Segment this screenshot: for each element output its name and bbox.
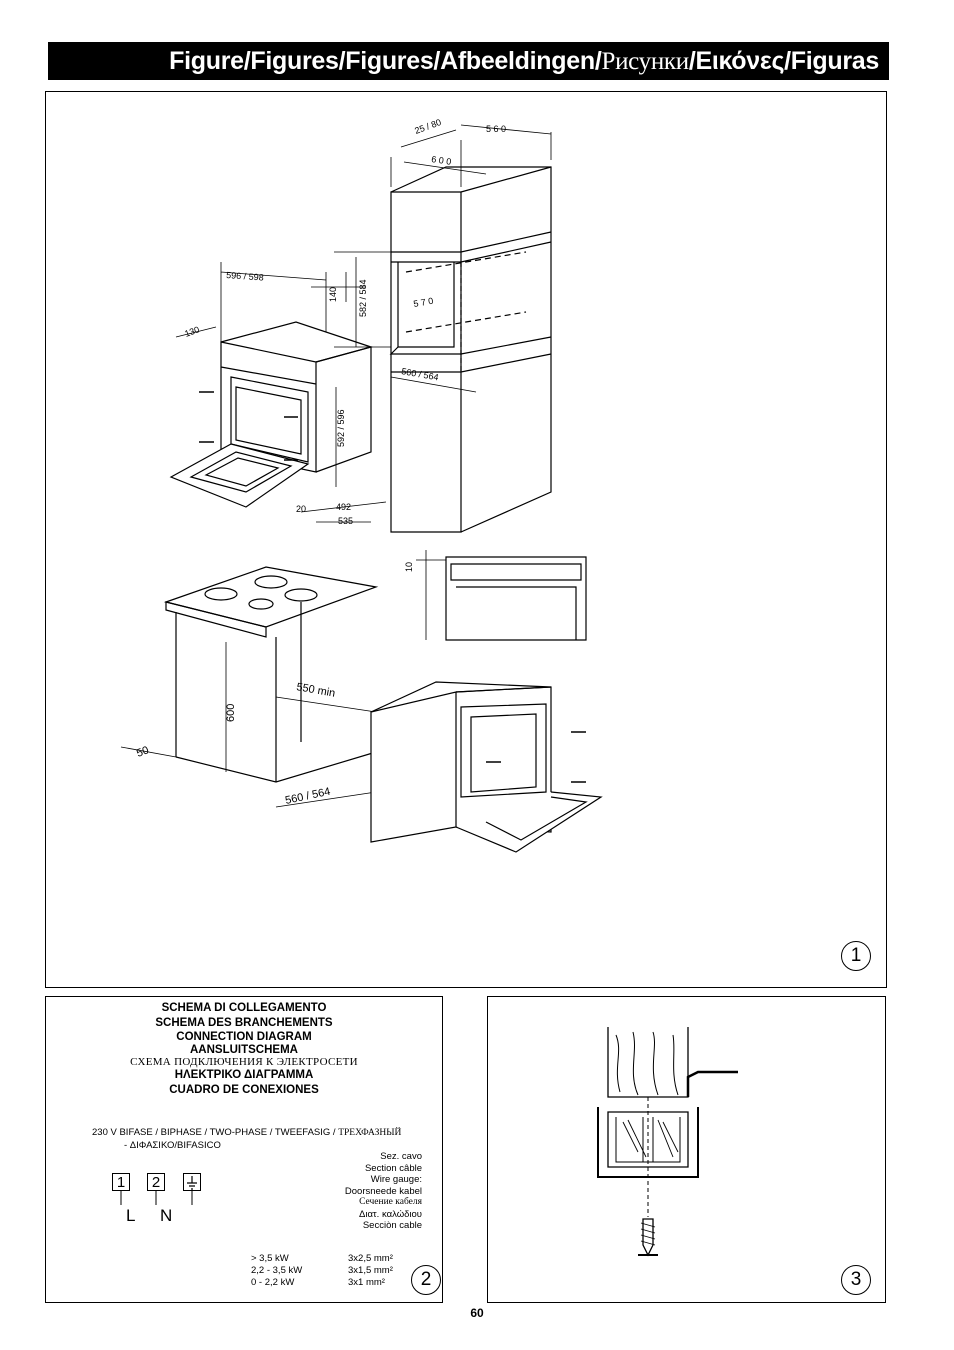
phase-ru: ТРЕХФАЗНЫЙ	[338, 1128, 402, 1138]
figure-2-panel: SCHEMA DI COLLEGAMENTO SCHEMA DES BRANCH…	[45, 996, 443, 1303]
figure-3-panel: 3	[487, 996, 886, 1303]
wire-label: Sez. cavo	[380, 1151, 422, 1162]
title-fr: SCHEMA DES BRANCHEMENTS	[155, 1017, 333, 1029]
title-nl: AANSLUITSCHEMA	[190, 1044, 298, 1056]
title-cyrillic: Рисунки	[601, 48, 689, 75]
connection-diagram-title: SCHEMA DI COLLEGAMENTO SCHEMA DES BRANCH…	[46, 1001, 442, 1098]
title-latin-1: Figure/Figures/Figures/Afbeeldingen/	[169, 47, 602, 75]
page-title: Figure/Figures/Figures/Afbeeldingen/Рису…	[48, 42, 889, 80]
dim-50: 50	[135, 744, 151, 759]
phase-text: 230 V BIFASE / BIPHASE / TWO-PHASE / TWE…	[92, 1127, 432, 1151]
title-gr: ΗΛΕΚΤΡΙΚΟ ΔΙΑΓΡΑΜΜΑ	[174, 1069, 314, 1081]
wire-label: Сечение кабеля	[359, 1197, 422, 1207]
screw-icon	[642, 1218, 654, 1257]
dim-535: 535	[338, 516, 353, 526]
figure-number-2: 2	[411, 1265, 441, 1295]
dim-570: 5 7 0	[413, 296, 434, 309]
terminal-1: 1	[112, 1173, 130, 1191]
ground-terminal	[183, 1173, 201, 1191]
figure-number-3: 3	[841, 1265, 871, 1295]
wire-label: Secciòn cable	[362, 1220, 422, 1231]
cable-cell: 3x1 mm²	[348, 1277, 385, 1288]
dim-560-top: 5 6 0	[486, 124, 506, 134]
wire-label: Wire gauge:	[370, 1174, 422, 1185]
wire-label: Section câble	[364, 1162, 422, 1174]
figure-1-panel: 25 / 80 5 6 0 6 0 0 596 / 598 140 582 / …	[45, 91, 887, 988]
table-row: > 3,5 kW 3x2,5 mm²	[251, 1253, 393, 1265]
wood-block-lower	[607, 1111, 689, 1168]
screw-fixing-drawing	[597, 1027, 738, 1257]
title-en: CONNECTION DIAGRAM	[176, 1031, 312, 1043]
title-ru: СХЕМА ПОДКЛЮЧЕНИЯ К ЭЛЕКТРОСЕТИ	[130, 1056, 358, 1068]
title-it: SCHEMA DI COLLEGAMENTO	[161, 1002, 327, 1014]
table-row: 2,2 - 3,5 kW 3x1,5 mm²	[251, 1265, 393, 1277]
ground-icon	[187, 1176, 197, 1190]
wire-label: Διατ. καλώδιου	[358, 1208, 422, 1220]
cable-cell: 3x1,5 mm²	[348, 1265, 393, 1276]
terminal-2: 2	[147, 1173, 165, 1191]
dim-560-564-b: 560 / 564	[284, 786, 331, 807]
wire-gauge-labels: Sez. cavo Section câble Wire gauge: Door…	[345, 1151, 422, 1232]
table-row: 0 - 2,2 kW 3x1 mm²	[251, 1277, 393, 1289]
oven-built-in-top	[445, 556, 587, 641]
cabinet-front	[390, 191, 462, 533]
dim-20: 20	[296, 504, 306, 514]
dim-492: 492	[336, 502, 351, 512]
dim-592-596: 592 / 596	[336, 409, 346, 447]
title-es: CUADRO DE CONEXIONES	[169, 1084, 319, 1096]
installation-drawing: 25 / 80 5 6 0 6 0 0 596 / 598 140 582 / …	[120, 117, 603, 853]
dim-582-584: 582 / 584	[358, 279, 368, 317]
cable-cell: 3x2,5 mm²	[348, 1253, 393, 1264]
oven-built-in-side	[370, 691, 457, 843]
dim-600: 6 0 0	[431, 154, 452, 167]
dim-596-598: 596 / 598	[226, 270, 264, 283]
figure-number-1: 1	[841, 941, 871, 971]
dim-130: 130	[183, 324, 201, 339]
dim-140: 140	[328, 287, 338, 302]
dim-25-80: 25 / 80	[413, 117, 442, 136]
terminal-leads	[120, 1191, 193, 1205]
phase-line-1: 230 V BIFASE / BIPHASE / TWO-PHASE / TWE…	[92, 1127, 339, 1138]
label-l: L	[126, 1206, 136, 1225]
phase-line-2: - ΔΙΦΑΣΙΚΟ/BIFASICO	[124, 1139, 221, 1151]
page-number: 60	[470, 1306, 484, 1320]
label-n: N	[160, 1206, 173, 1225]
wire-label: Doorsneede kabel	[344, 1185, 422, 1197]
dim-10: 10	[404, 562, 414, 572]
dim-600-b: 600	[225, 704, 237, 722]
power-cell: > 3,5 kW	[251, 1253, 289, 1264]
power-cell: 0 - 2,2 kW	[251, 1277, 295, 1288]
title-latin-2: /Εικόνες/Figuras	[688, 47, 879, 75]
power-cell: 2,2 - 3,5 kW	[251, 1265, 303, 1276]
